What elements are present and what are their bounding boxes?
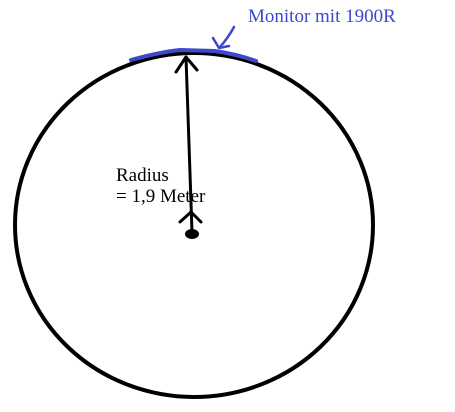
callout-arrow-shaft xyxy=(218,25,236,49)
radius-line xyxy=(184,55,194,234)
radius-label-line1: Radius xyxy=(116,165,169,186)
callout-arrowhead xyxy=(211,36,231,50)
monitor-callout-label: Monitor mit 1900R xyxy=(248,6,396,27)
radius-label-line2: = 1,9 Meter xyxy=(116,186,206,207)
curvature-circle xyxy=(13,51,375,399)
radius-arrowhead-top xyxy=(174,55,199,74)
center-point xyxy=(185,229,199,239)
monitor-arc xyxy=(129,48,258,63)
radius-arrowhead-bottom xyxy=(178,210,203,224)
monitor-arc-highlight xyxy=(149,49,179,57)
